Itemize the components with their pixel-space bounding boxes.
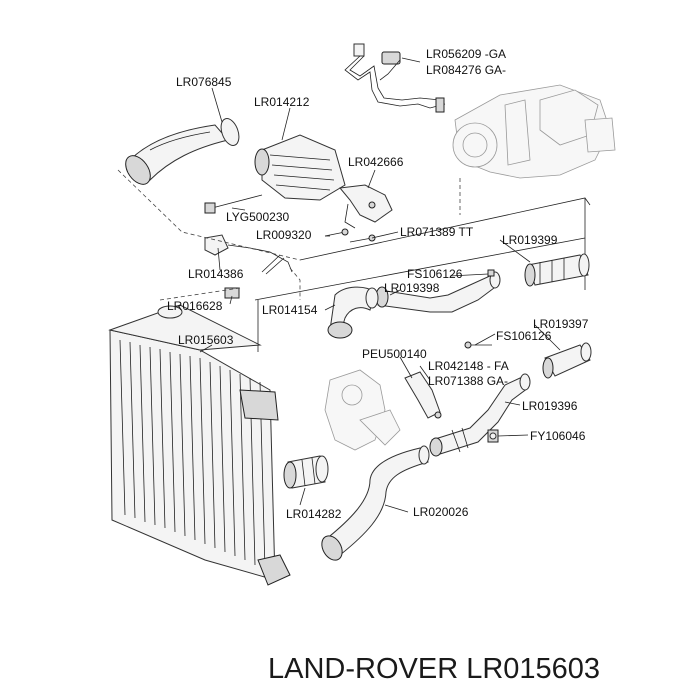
label-lr019399: LR019399: [502, 233, 558, 247]
bracket-lr042148: [404, 341, 492, 419]
label-lr015603: LR015603: [178, 333, 234, 347]
label-lr071389: LR071389 TT: [400, 225, 474, 239]
label-lr019397: LR019397: [533, 317, 589, 331]
pipe-lr019398: [375, 269, 501, 313]
hose-lr019397: [542, 342, 592, 379]
turbocharger-illustration: [452, 84, 616, 179]
label-lyg500230: LYG500230: [226, 210, 289, 224]
label-lr014386: LR014386: [188, 267, 244, 281]
label-lr084276: LR084276 GA-: [426, 63, 506, 77]
assembly-outline: [117, 169, 591, 352]
label-lr019396: LR019396: [522, 399, 578, 413]
label-lr016628: LR016628: [167, 299, 223, 313]
hose-lr014282: [283, 455, 329, 489]
hose-lr019399: [524, 253, 590, 287]
hose-lr014154: [327, 286, 379, 339]
label-fs106126-b: FS106126: [496, 329, 552, 343]
thermostat-housing-illustration: [324, 369, 401, 451]
label-lr009320: LR009320: [256, 228, 312, 242]
label-lr076845: LR076845: [176, 75, 232, 89]
label-lr020026: LR020026: [413, 505, 469, 519]
label-fs106126-a: FS106126: [407, 267, 463, 281]
hose-lr020026: [321, 445, 430, 561]
label-fy106046: FY106046: [530, 429, 586, 443]
label-lr042148: LR042148 - FA: [428, 359, 509, 373]
label-peu500140: PEU500140: [362, 347, 427, 361]
pipe-lr019396: [429, 373, 531, 457]
sensor-fy106046: [487, 429, 499, 443]
label-lr042666: LR042666: [348, 155, 404, 169]
label-lr014212: LR014212: [254, 95, 310, 109]
bolt-lyg500230: [204, 194, 263, 214]
vacuum-line-assembly: [344, 43, 446, 113]
label-lr014154: LR014154: [262, 303, 318, 317]
intake-box-lr014212: [254, 134, 346, 201]
label-lr071388: LR071388 GA-: [428, 374, 508, 388]
label-lr014282: LR014282: [286, 507, 342, 521]
hose-lr076845: [125, 118, 240, 185]
label-lr056209: LR056209 -GA: [426, 47, 506, 61]
footer-title: LAND-ROVER LR015603: [268, 653, 600, 685]
bracket-lr042666: [339, 184, 393, 229]
bolts-lr009320: [324, 228, 376, 243]
intercooler-lr015603: [108, 304, 291, 586]
label-lr019398: LR019398: [384, 281, 440, 295]
sensor-lr014386: [204, 234, 293, 299]
leader-lines: [199, 57, 561, 513]
